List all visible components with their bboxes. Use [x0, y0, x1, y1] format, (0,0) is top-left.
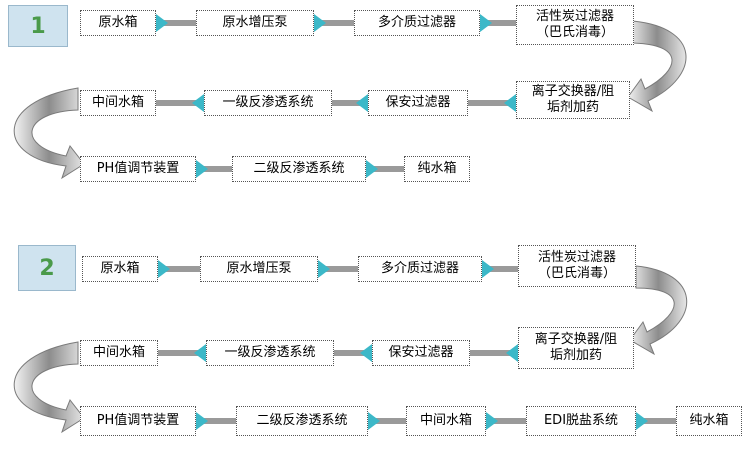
d2-secondary-ro-system: 二级反渗透系统 — [236, 406, 368, 436]
d2-edi-desalination-system: EDI脱盐系统 — [526, 406, 636, 436]
connector-arrowhead-17 — [486, 412, 498, 430]
connector-bar-5 — [332, 100, 368, 106]
d1-raw-water-booster-pump: 原水增压泵 — [196, 10, 314, 36]
connector-bar-15 — [196, 418, 236, 424]
connector-arrowhead-15 — [196, 412, 208, 430]
diagram-2-badge: 2 — [18, 245, 76, 291]
connector-arrowhead-7 — [196, 160, 208, 178]
connector-arrowhead-18 — [636, 412, 648, 430]
connector-bar-6 — [156, 100, 204, 106]
connector-bar-12 — [470, 350, 518, 356]
d2-pure-water-tank: 纯水箱 — [676, 406, 742, 436]
connector-bar-8 — [366, 166, 404, 172]
d1-ph-adjust-device: PH值调节装置 — [80, 156, 196, 182]
connector-arrowhead-1 — [156, 14, 168, 32]
connector-bar-13 — [334, 350, 372, 356]
connector-arrowhead-13 — [360, 344, 372, 362]
d1-raw-water-tank: 原水箱 — [80, 10, 156, 36]
connector-arrowhead-3 — [480, 14, 492, 32]
d2-raw-water-tank: 原水箱 — [82, 256, 158, 282]
d2-intermediate-tank-2: 中间水箱 — [406, 406, 486, 436]
connector-bar-18 — [636, 418, 676, 424]
connector-arrowhead-16 — [368, 412, 380, 430]
d1-pure-water-tank: 纯水箱 — [404, 156, 470, 182]
connector-arrowhead-11 — [482, 260, 494, 278]
connector-bar-16 — [368, 418, 406, 424]
diagram-1-badge: 1 — [8, 5, 68, 47]
d2-activated-carbon-filter: 活性炭过滤器 （巴氏消毒） — [518, 245, 636, 287]
connector-arrowhead-4 — [504, 94, 516, 112]
d2-intermediate-tank: 中间水箱 — [80, 340, 158, 366]
connector-arrowhead-10 — [318, 260, 330, 278]
d1-intermediate-tank: 中间水箱 — [80, 90, 156, 116]
curve-arrow-right-1 — [627, 20, 687, 113]
d2-security-filter: 保安过滤器 — [372, 340, 470, 366]
curve-arrow-left-2 — [13, 341, 85, 434]
d1-security-filter: 保安过滤器 — [368, 90, 468, 116]
d2-primary-ro-system: 一级反渗透系统 — [206, 340, 334, 366]
connector-bar-2 — [314, 20, 354, 26]
connector-bar-3 — [480, 20, 516, 26]
connector-bar-4 — [468, 100, 516, 106]
connector-arrowhead-14 — [194, 344, 206, 362]
connector-bar-17 — [486, 418, 526, 424]
curve-arrow-left-1 — [13, 87, 85, 180]
d2-ion-exchanger: 离子交换器/阻 垢剂加药 — [518, 327, 634, 369]
connector-arrowhead-2 — [314, 14, 326, 32]
connector-bar-10 — [318, 266, 358, 272]
connector-bar-11 — [482, 266, 518, 272]
connector-bar-1 — [156, 20, 196, 26]
curve-arrow-right-2 — [629, 265, 687, 356]
connector-arrowhead-12 — [506, 344, 518, 362]
d1-multimedia-filter: 多介质过滤器 — [354, 10, 480, 36]
d1-activated-carbon-filter: 活性炭过滤器 （巴氏消毒） — [516, 5, 634, 45]
d2-ph-adjust-device: PH值调节装置 — [80, 406, 196, 436]
d1-secondary-ro-system: 二级反渗透系统 — [232, 156, 366, 182]
connector-arrowhead-8 — [366, 160, 378, 178]
d1-ion-exchanger: 离子交换器/阻 垢剂加药 — [516, 81, 630, 119]
d2-raw-water-booster-pump: 原水增压泵 — [200, 256, 318, 282]
connector-arrowhead-6 — [192, 94, 204, 112]
d2-multimedia-filter: 多介质过滤器 — [358, 256, 482, 282]
connector-bar-14 — [158, 350, 206, 356]
connector-bar-9 — [158, 266, 200, 272]
connector-arrowhead-5 — [356, 94, 368, 112]
connector-arrowhead-9 — [158, 260, 170, 278]
d1-primary-ro-system: 一级反渗透系统 — [204, 90, 332, 116]
connector-bar-7 — [196, 166, 232, 172]
